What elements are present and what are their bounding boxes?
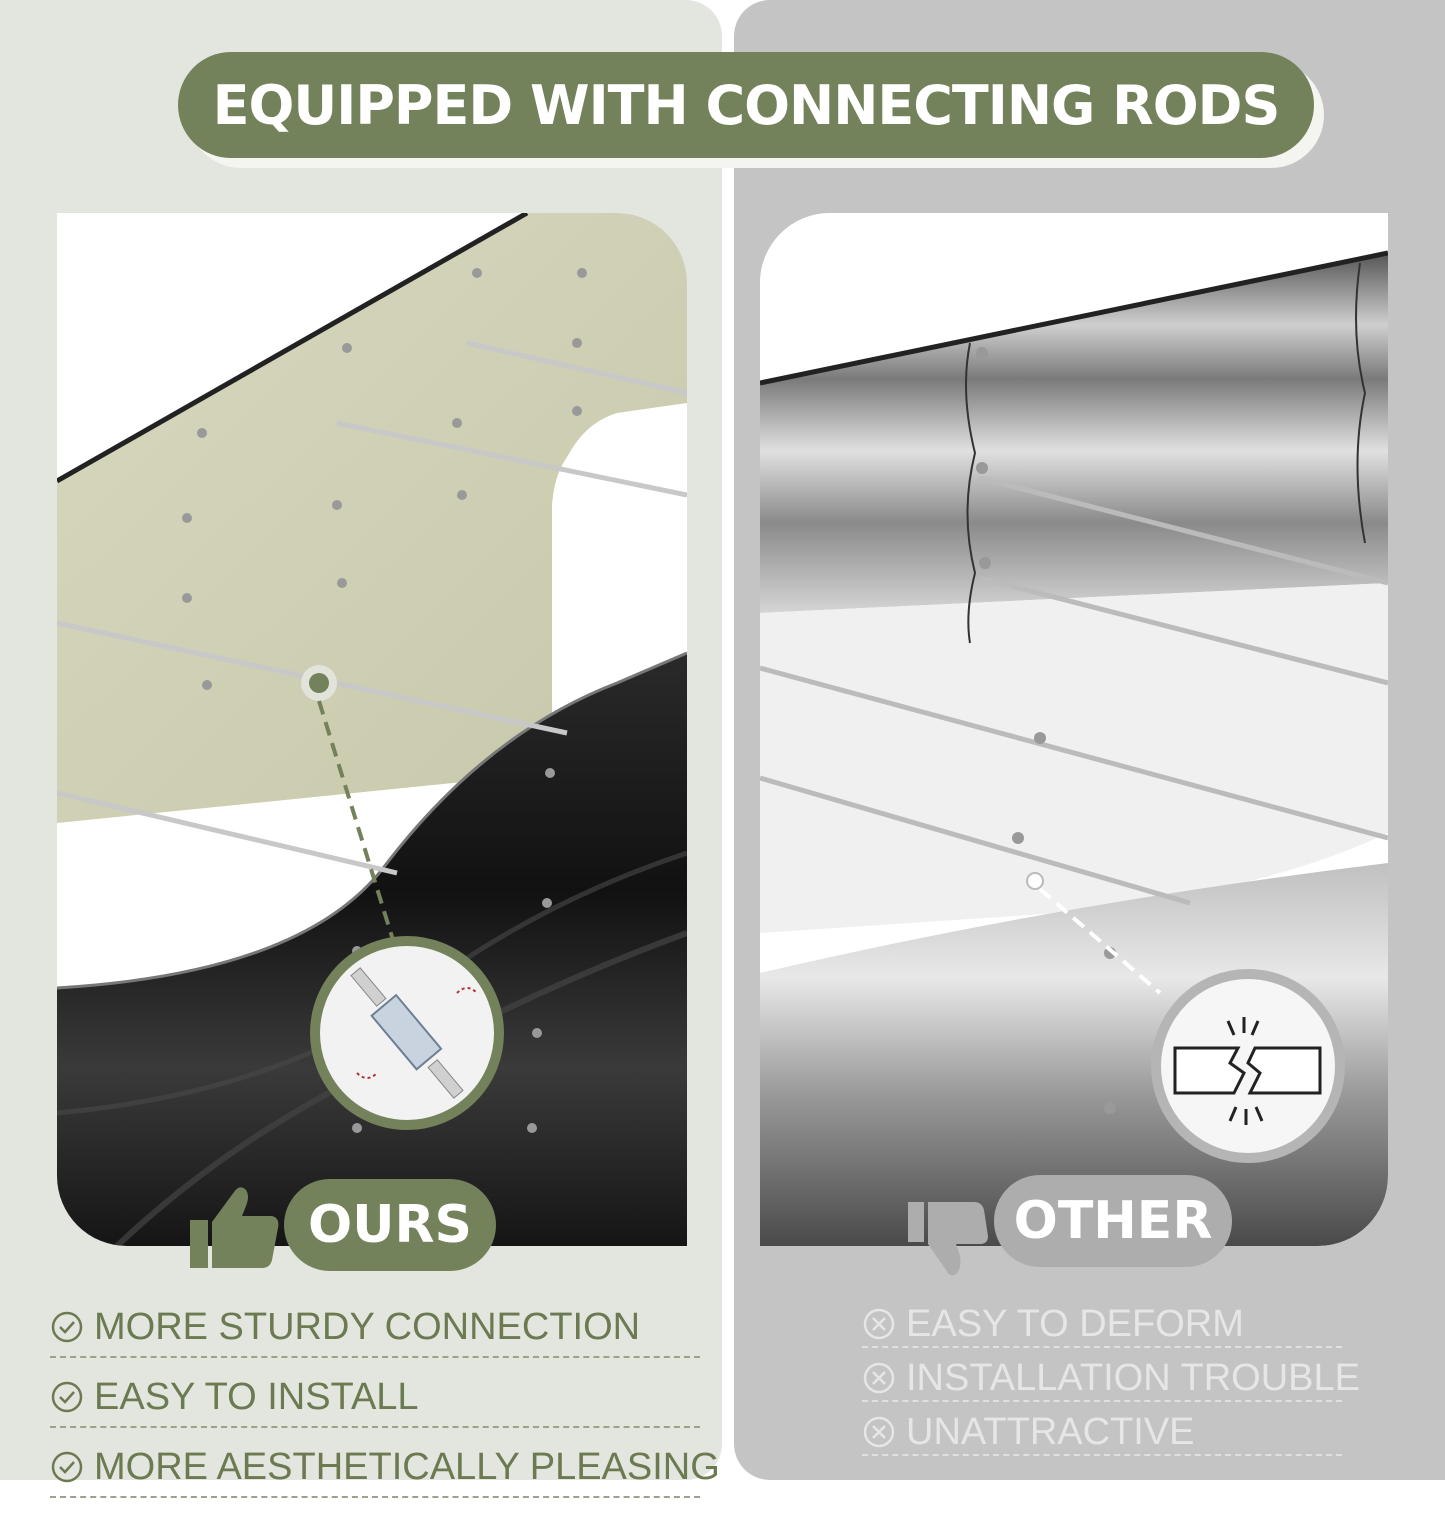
title-banner: EQUIPPED WITH CONNECTING RODS [178,52,1314,158]
ours-raised-bed-photo [57,213,687,1246]
check-circle-icon [51,1381,83,1413]
list-item: MORE AESTHETICALLY PLEASING [50,1438,720,1498]
list-item-text: MORE STURDY CONNECTION [94,1305,641,1348]
other-label: OTHER [994,1175,1232,1267]
check-circle-icon [51,1451,83,1483]
list-item-text: EASY TO DEFORM [906,1302,1244,1345]
x-circle-icon [863,1362,895,1394]
list-item: MORE STURDY CONNECTION [50,1298,700,1358]
list-item-text: MORE AESTHETICALLY PLEASING [94,1445,720,1488]
other-raised-bed-photo [760,213,1388,1246]
list-item-text: UNATTRACTIVE [906,1410,1195,1453]
ours-label: OURS [284,1179,496,1271]
list-item: INSTALLATION TROUBLE [862,1356,1360,1402]
list-item-text: EASY TO INSTALL [94,1375,419,1418]
list-item: UNATTRACTIVE [862,1410,1342,1456]
list-item: EASY TO INSTALL [50,1368,700,1428]
thumbs-up-icon [188,1182,280,1274]
ours-raised-bed-illustration [57,213,687,1246]
x-circle-icon [863,1308,895,1340]
list-item-text: INSTALLATION TROUBLE [906,1356,1360,1399]
x-circle-icon [863,1416,895,1448]
other-raised-bed-illustration [760,213,1388,1246]
check-circle-icon [51,1311,83,1343]
ours-benefits-list: MORE STURDY CONNECTION EASY TO INSTALL M… [50,1298,720,1530]
list-item: EASY TO DEFORM [862,1302,1342,1348]
banner-title: EQUIPPED WITH CONNECTING RODS [212,73,1281,137]
thumbs-down-icon [908,1200,990,1282]
other-drawbacks-list: EASY TO DEFORM INSTALLATION TROUBLE UNAT… [862,1302,1360,1464]
